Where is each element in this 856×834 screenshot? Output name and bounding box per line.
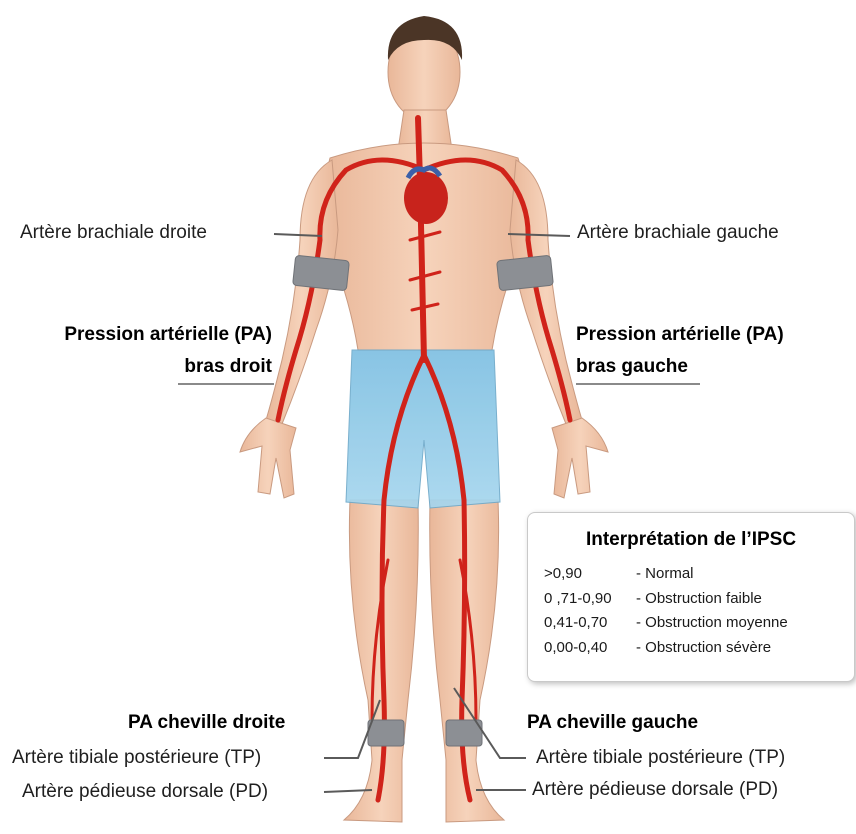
label-brachial-left: Artère brachiale gauche [577, 222, 779, 244]
legend-range: 0,41-0,70 [544, 614, 607, 631]
label-tibial-left: Artère tibiale postérieure (TP) [536, 747, 785, 769]
label-pa-right-sub: bras droit [20, 356, 272, 378]
label-ankle-left: PA cheville gauche [527, 712, 698, 734]
label-pedal-left: Artère pédieuse dorsale (PD) [532, 779, 778, 801]
legend-desc: - Obstruction moyenne [636, 614, 788, 631]
legend-range: 0 ,71-0,90 [544, 590, 612, 607]
legend-desc: - Obstruction sévère [636, 639, 771, 656]
underline-pa-right [178, 383, 274, 385]
label-brachial-right: Artère brachiale droite [20, 222, 207, 244]
label-tibial-right: Artère tibiale postérieure (TP) [12, 747, 261, 769]
ipsc-legend: Interprétation de l’IPSC >0,90 - Normal … [527, 512, 855, 682]
legend-range: 0,00-0,40 [544, 639, 607, 656]
underline-pa-left [576, 383, 700, 385]
label-pa-right-title: Pression artérielle (PA) [20, 324, 272, 346]
label-pa-left-sub: bras gauche [576, 356, 688, 378]
legend-desc: - Normal [636, 565, 694, 582]
label-ankle-right: PA cheville droite [128, 712, 285, 734]
legend-range: >0,90 [544, 565, 582, 582]
label-pedal-right: Artère pédieuse dorsale (PD) [22, 781, 268, 803]
shorts [346, 350, 500, 508]
legend-desc: - Obstruction faible [636, 590, 762, 607]
label-pa-left-title: Pression artérielle (PA) [576, 324, 784, 346]
legend-title: Interprétation de l’IPSC [528, 529, 854, 551]
